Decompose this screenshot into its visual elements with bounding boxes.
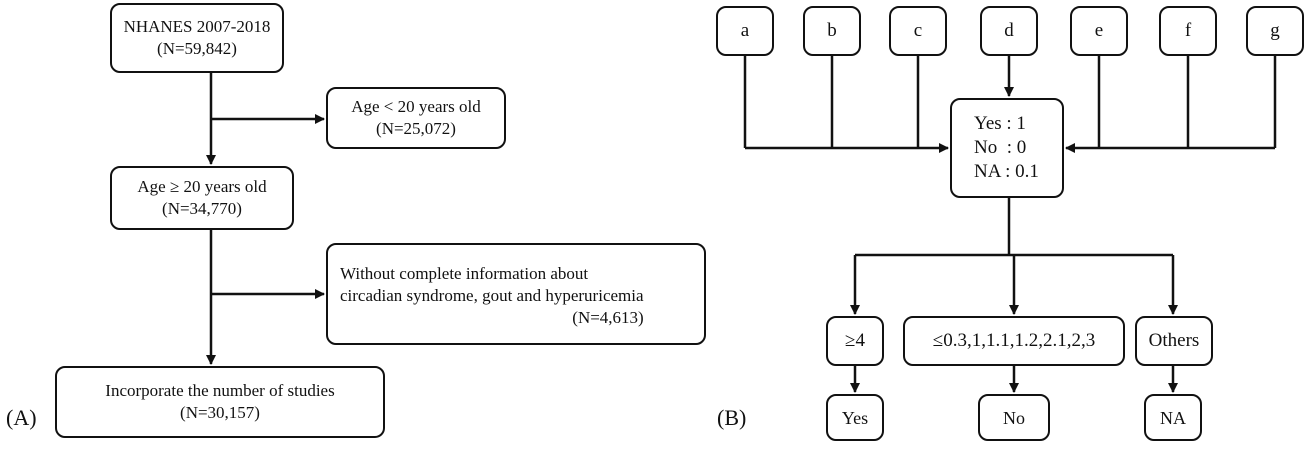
node-exclusion-incomplete-count: (N=4,613) xyxy=(572,308,644,327)
scoring-no: No : 0 xyxy=(974,137,1027,158)
node-age-20-plus-count: (N=34,770) xyxy=(162,199,242,218)
node-age-20-plus-title: Age ≥ 20 years old xyxy=(137,177,267,196)
panel-a-label: (A) xyxy=(6,405,37,430)
input-node-g: g xyxy=(1246,6,1304,56)
node-nhanes-total-count: (N=59,842) xyxy=(157,39,237,58)
input-node-a: a xyxy=(716,6,774,56)
input-node-f: f xyxy=(1159,6,1217,56)
input-node-c: c xyxy=(889,6,947,56)
input-node-b: b xyxy=(803,6,861,56)
node-final-study-count-value: (N=30,157) xyxy=(180,403,260,422)
node-branch-high-score: ≥4 xyxy=(826,316,884,366)
scoring-yes: Yes : 1 xyxy=(974,113,1026,134)
node-age-20-plus: Age ≥ 20 years old (N=34,770) xyxy=(110,166,294,230)
node-branch-others: Others xyxy=(1135,316,1213,366)
node-branch-low-score: ≤0.3,1,1.1,1.2,2.1,2,3 xyxy=(903,316,1125,366)
scoring-na: NA : 0.1 xyxy=(974,161,1039,182)
node-exclusion-incomplete-line1: Without complete information about xyxy=(340,264,589,283)
node-exclusion-age-under-20: Age < 20 years old (N=25,072) xyxy=(326,87,506,149)
node-nhanes-total-title: NHANES 2007-2018 xyxy=(123,17,271,36)
node-final-study-count: Incorporate the number of studies (N=30,… xyxy=(55,366,385,438)
node-final-study-count-title: Incorporate the number of studies xyxy=(105,381,335,400)
input-node-d: d xyxy=(980,6,1038,56)
input-node-e: e xyxy=(1070,6,1128,56)
node-nhanes-total: NHANES 2007-2018 (N=59,842) xyxy=(110,3,284,73)
node-outcome-no: No xyxy=(978,394,1050,441)
node-exclusion-incomplete-info: Without complete information about circa… xyxy=(326,243,706,345)
panel-b-label: (B) xyxy=(717,405,747,430)
node-exclusion-incomplete-line2: circadian syndrome, gout and hyperuricem… xyxy=(340,286,644,305)
node-exclusion-age-under-20-title: Age < 20 years old xyxy=(351,97,481,116)
node-outcome-yes: Yes xyxy=(826,394,884,441)
node-scoring-rule: Yes : 1 No : 0 NA : 0.1 xyxy=(950,98,1064,198)
node-outcome-na: NA xyxy=(1144,394,1202,441)
node-exclusion-age-under-20-count: (N=25,072) xyxy=(376,119,456,138)
